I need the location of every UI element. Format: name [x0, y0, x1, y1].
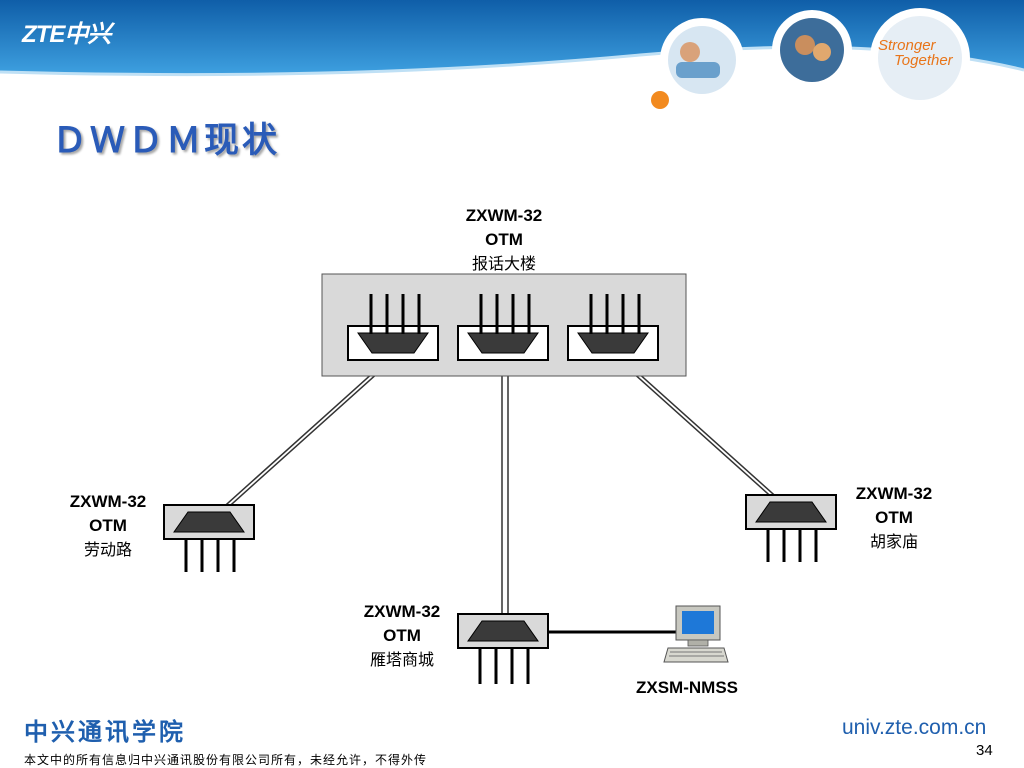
mux-unit-1 [347, 325, 439, 361]
node-type: OTM [875, 508, 913, 527]
slide-header [0, 0, 1024, 109]
academy-name: 中兴通讯学院 [24, 717, 186, 746]
node-model: ZXWM-32 [855, 484, 933, 503]
label-right-node: ZXWM-32 OTM 胡家庙 [832, 482, 956, 554]
node-site: 胡家庙 [869, 532, 918, 551]
label-bottom-node: ZXWM-32 OTM 雁塔商城 [340, 600, 464, 672]
node-right-otm [745, 494, 837, 562]
node-model: ZXWM-32 [363, 602, 441, 621]
zte-logo: ZTE中兴 [22, 21, 111, 48]
slogan-line-2: Together [894, 52, 953, 69]
nms-label: ZXSM-NMSS [636, 678, 738, 697]
node-top-otm [321, 273, 687, 377]
page-number: 34 [976, 742, 993, 759]
mux-unit-3 [567, 325, 659, 361]
orange-dot-icon [651, 91, 669, 109]
node-type: OTM [485, 230, 523, 249]
confidentiality-notice: 本文中的所有信息归中兴通讯股份有限公司所有，未经允许，不得外传 [24, 753, 428, 767]
photo-circle-2 [772, 10, 852, 90]
slide-title: ＤＷＤＭ现状 [52, 121, 281, 160]
node-type: OTM [383, 626, 421, 645]
photo-circle-1 [660, 18, 744, 102]
slogan-line-1: Stronger [878, 37, 936, 54]
node-bottom-otm [457, 613, 549, 684]
slogan: Stronger Together [878, 38, 953, 68]
computer-icon [663, 605, 729, 663]
node-model: ZXWM-32 [69, 492, 147, 511]
fiber-links [217, 353, 792, 622]
footer-left: 中兴通讯学院 本文中的所有信息归中兴通讯股份有限公司所有，未经允许，不得外传 [24, 712, 427, 768]
link-top-right [611, 353, 787, 511]
node-site: 报话大楼 [471, 254, 536, 273]
link-top-left-b [222, 353, 400, 513]
link-top-right-b [616, 353, 792, 511]
node-type: OTM [89, 516, 127, 535]
node-left-otm [163, 504, 255, 572]
node-site: 劳动路 [83, 540, 132, 559]
label-left-node: ZXWM-32 OTM 劳动路 [46, 490, 170, 562]
node-model: ZXWM-32 [465, 206, 543, 225]
mux-unit-2 [457, 325, 549, 361]
label-top-node: ZXWM-32 OTM 报话大楼 [442, 204, 566, 276]
link-top-left [217, 353, 395, 513]
node-site: 雁塔商城 [369, 650, 434, 669]
footer-site: univ.zte.com.cn [842, 716, 987, 739]
